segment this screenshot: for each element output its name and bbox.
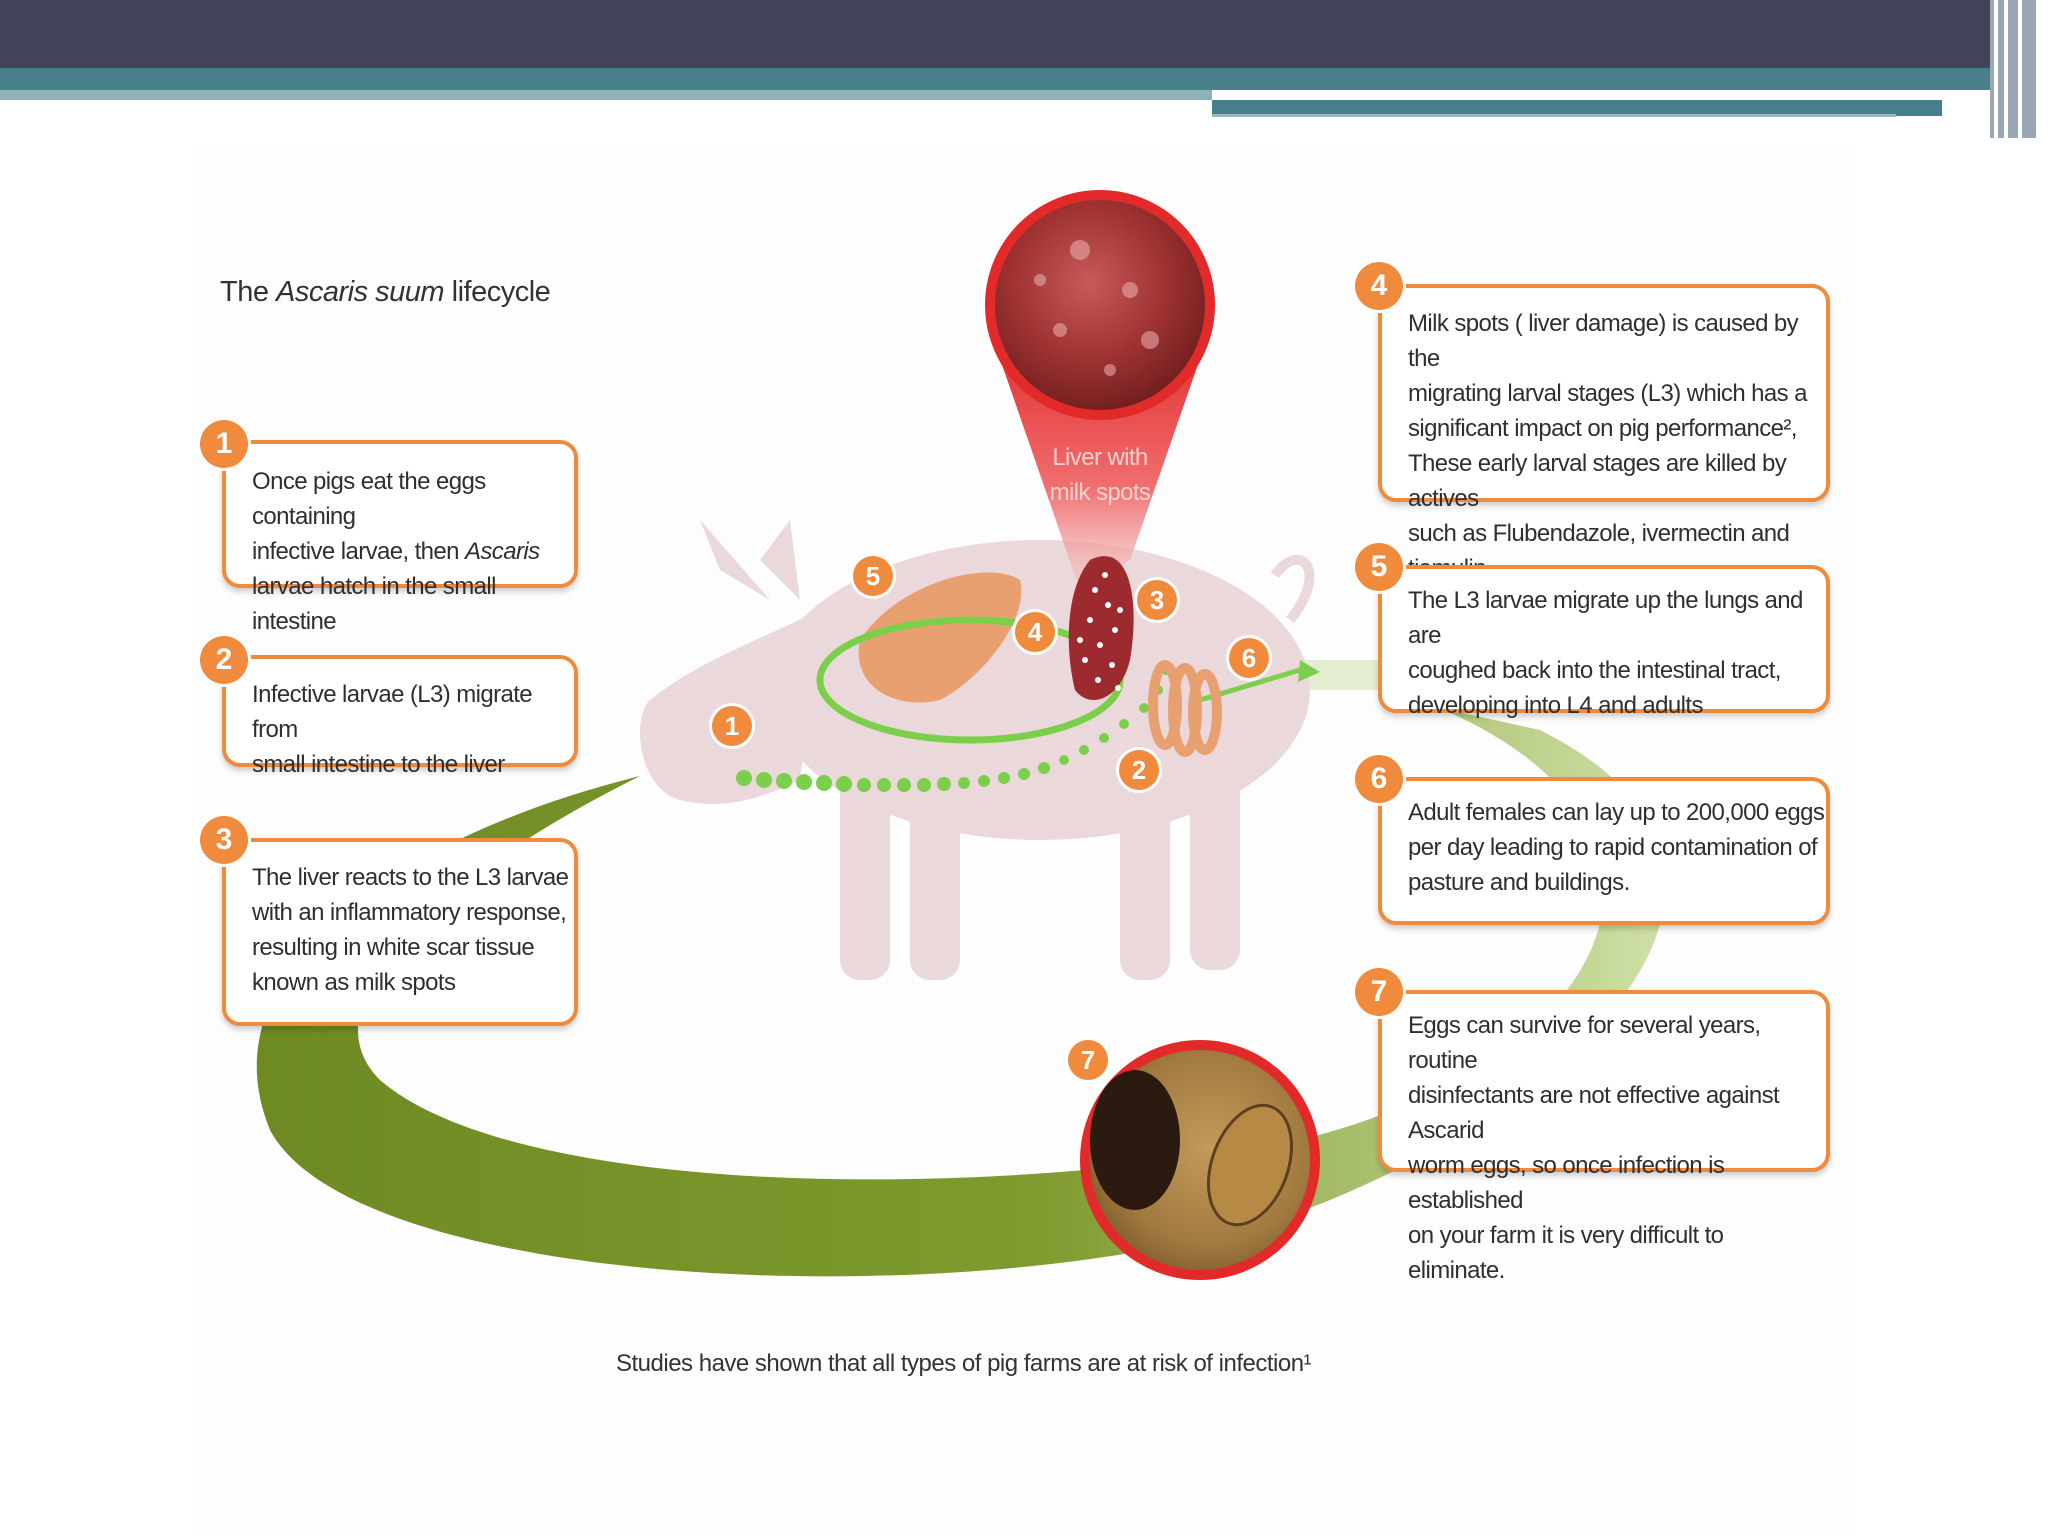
header-teal-band-right [1212, 100, 1942, 116]
diagram-badge-1: 1 [712, 706, 752, 746]
step-badge-6: 6 [1355, 755, 1403, 803]
header-stripe [2008, 0, 2018, 138]
step-text-7: Eggs can survive for several years, rout… [1408, 1012, 1780, 1284]
diagram-title: The Ascaris suum lifecycle [220, 276, 551, 308]
footer-note: Studies have shown that all types of pig… [616, 1350, 1312, 1377]
step-badge-4: 4 [1355, 262, 1403, 310]
liver-shape [1068, 556, 1134, 700]
header-bar [0, 0, 1992, 68]
header-thin-line [1212, 114, 1896, 117]
header-stripe [1990, 0, 1994, 138]
step-badge-2: 2 [200, 636, 248, 684]
step-text-5: The L3 larvae migrate up the lungs and a… [1408, 587, 1803, 719]
species-name: Ascaris suum [276, 276, 445, 308]
step-text-3: The liver reacts to the L3 larvae with a… [252, 864, 569, 996]
step-box-4: Milk spots ( liver damage) is caused by … [1378, 284, 1830, 582]
step-box-1: Once pigs eat the eggs containing infect… [222, 440, 578, 635]
step-text-2: Infective larvae (L3) migrate from small… [252, 681, 533, 778]
liver-callout-label: Liver with milk spots [1049, 444, 1151, 506]
header-light-band [0, 90, 1212, 100]
egg-photo-dark-region [1090, 1070, 1180, 1210]
lung-shape [858, 572, 1022, 703]
liver-photo-highlights [1034, 240, 1159, 376]
step-box-5: The L3 larvae migrate up the lungs and a… [1378, 565, 1830, 719]
diagram-badge-6: 6 [1229, 638, 1269, 678]
liver-photo [985, 190, 1215, 420]
diagram-badge-7: 7 [1068, 1040, 1108, 1080]
step-box-7: Eggs can survive for several years, rout… [1378, 990, 1830, 1284]
intestine-dots [736, 665, 1171, 792]
diagram-badge-4: 4 [1015, 612, 1055, 652]
liver-milk-spots [1077, 572, 1123, 691]
diagram-badge-3: 3 [1137, 580, 1177, 620]
step-badge-5: 5 [1355, 543, 1403, 591]
intestine-coil [1148, 660, 1222, 757]
step-badge-7: 7 [1355, 968, 1403, 1016]
header-teal-band [0, 68, 1992, 90]
step-box-2: Infective larvae (L3) migrate from small… [222, 655, 578, 778]
step-box-3: The liver reacts to the L3 larvae with a… [222, 838, 578, 1026]
header-stripe [1998, 0, 2004, 138]
header-stripe [2022, 0, 2036, 138]
diagram-badge-5: 5 [853, 556, 893, 596]
step-badge-1: 1 [200, 420, 248, 468]
step-text-6: Adult females can lay up to 200,000 eggs… [1408, 799, 1825, 896]
step-text-4: Milk spots ( liver damage) is caused by … [1408, 310, 1807, 582]
step-badge-3: 3 [200, 816, 248, 864]
step-box-6: Adult females can lay up to 200,000 eggs… [1378, 777, 1830, 925]
step-text-1: Once pigs eat the eggs containing infect… [252, 468, 540, 635]
egg-photo-worm-egg [1206, 1103, 1294, 1227]
diagram-badge-2: 2 [1119, 750, 1159, 790]
exit-arrow [1298, 660, 1320, 682]
